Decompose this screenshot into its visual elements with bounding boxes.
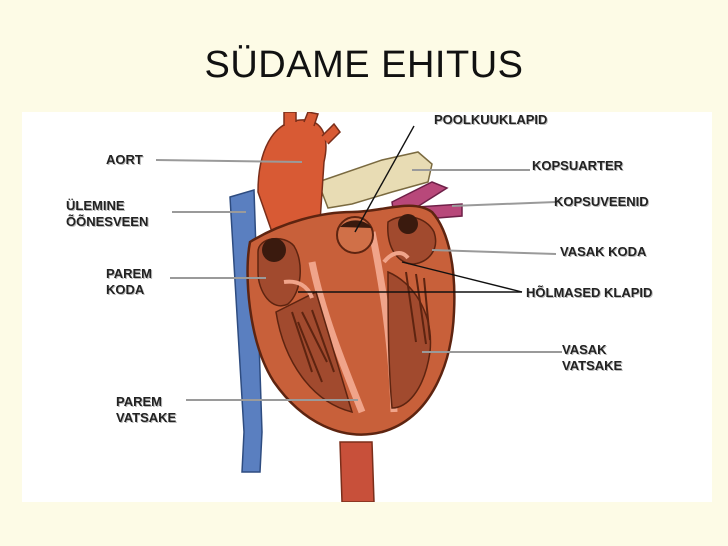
label-aort: AORT <box>106 152 143 167</box>
diagram-panel: POOLKUUKLAPID AORT KOPSUARTER ÜLEMINE ÕÕ… <box>22 112 712 502</box>
leader-aort <box>155 159 303 163</box>
label-poolkuuklapid: POOLKUUKLAPID <box>434 112 548 127</box>
label-kopsuarter: KOPSUARTER <box>532 158 624 173</box>
chordae-right <box>291 309 335 383</box>
leader-poolkuuklapid <box>354 125 415 233</box>
page-title: SÜDAME EHITUS <box>204 44 524 86</box>
label-kopsuveenid: KOPSUVEENID <box>554 194 649 209</box>
label-parem-vatsake: PAREM VATSAKE <box>116 394 177 425</box>
label-vasak-koda: VASAK KODA <box>560 244 647 259</box>
heart-diagram <box>155 112 562 502</box>
aorta-branches-shape <box>283 112 341 145</box>
label-holmased-klapid: HÕLMASED KLAPID <box>526 285 653 300</box>
label-parem-koda: PAREM KODA <box>106 266 152 297</box>
leader-kopsuveenid <box>451 201 557 207</box>
left-atrium-opening <box>398 214 418 234</box>
pulmonary-artery-shape <box>317 151 433 209</box>
chordae-left <box>405 271 431 345</box>
right-atrium-opening <box>262 238 286 262</box>
label-ylemine-oonesveen: ÜLEMINE ÕÕNESVEEN <box>66 198 149 229</box>
aorta-shape <box>257 119 327 233</box>
leader-holmased-2 <box>401 261 523 293</box>
tricuspid-valve-shape <box>283 279 314 299</box>
label-vasak-vatsake: VASAK VATSAKE <box>562 342 623 373</box>
leader-vasak-koda <box>431 249 557 255</box>
mitral-valve-shape <box>382 251 410 264</box>
descending-aorta-shape <box>339 441 375 502</box>
